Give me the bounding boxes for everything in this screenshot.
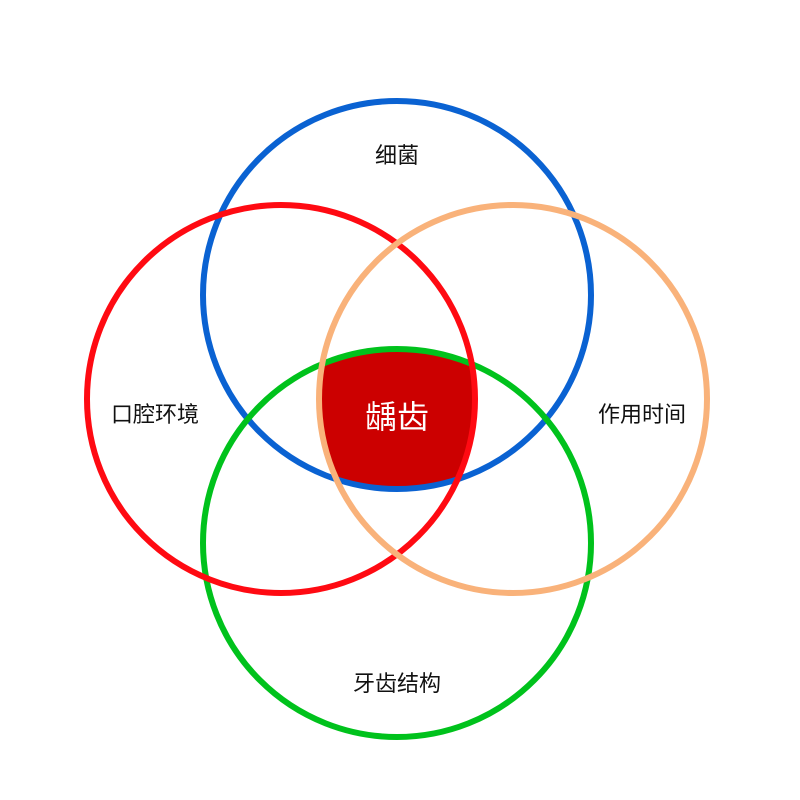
circle-tooth-structure [200,346,594,740]
circle-oral-environment [84,202,478,596]
label-bacteria: 细菌 [375,144,419,169]
label-oral-environment: 口腔环境 [111,403,199,428]
circle-bacteria [200,98,594,492]
label-duration: 作用时间 [598,403,686,428]
label-tooth-structure: 牙齿结构 [353,672,441,697]
center-label: 龋齿 [365,398,429,436]
circle-duration [316,202,710,596]
